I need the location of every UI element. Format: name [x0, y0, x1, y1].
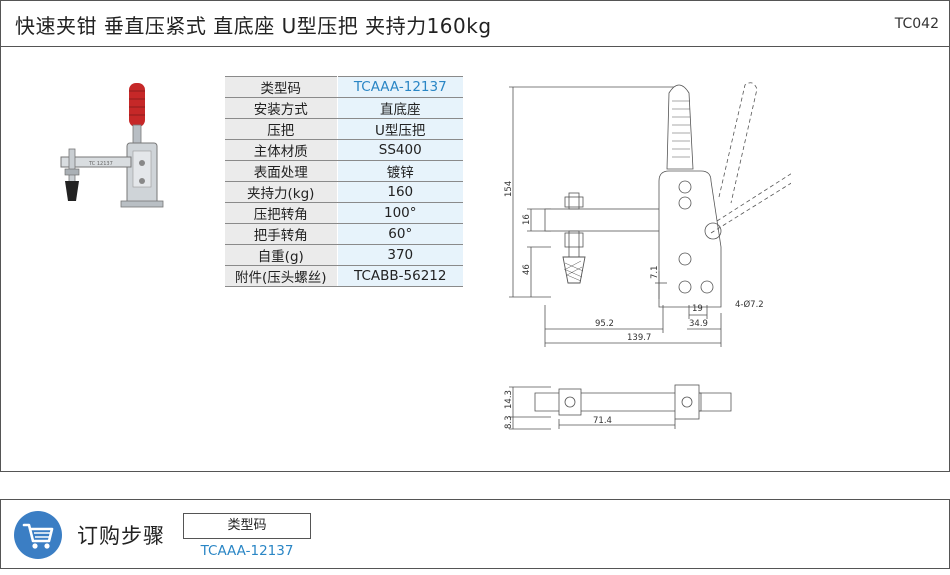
dim-46: 46	[522, 264, 532, 275]
table-row: 安装方式直底座	[225, 97, 463, 119]
table-row: 附件(压头螺丝)TCABB-56212	[225, 265, 463, 287]
dim-139-7: 139.7	[627, 333, 651, 343]
table-row: 自重(g)370	[225, 244, 463, 266]
dim-7-1: 7.1	[650, 265, 660, 279]
dim-154: 154	[504, 181, 514, 197]
dim-34-9: 34.9	[689, 319, 708, 329]
dim-16: 16	[522, 214, 532, 225]
type-code-value[interactable]: TCAAA-12137	[337, 76, 463, 98]
product-code: TC042	[894, 16, 939, 32]
dim-hole-count: 4-Ø7.2	[735, 299, 764, 310]
dim-14-3: 14.3	[504, 390, 514, 409]
dim-19: 19	[692, 304, 703, 314]
page-title: 快速夹钳 垂直压紧式 直底座 U型压把 夹持力160kg	[15, 14, 492, 38]
svg-text:TC 12137: TC 12137	[88, 161, 113, 167]
handle-grip	[129, 83, 145, 127]
order-steps-title: 订购步骤	[77, 524, 165, 548]
order-panel: 订购步骤 类型码 TCAAA-12137	[0, 499, 950, 569]
product-panel: 快速夹钳 垂直压紧式 直底座 U型压把 夹持力160kg TC042 TC 12…	[0, 0, 950, 472]
product-photo: TC 12137	[60, 83, 164, 208]
dim-71-4: 71.4	[593, 416, 612, 426]
dim-8-3: 8.3	[504, 415, 514, 429]
shopping-cart-icon	[14, 511, 62, 559]
clamp-arm	[60, 156, 132, 168]
dim-95-2: 95.2	[595, 319, 614, 329]
order-type-code-value[interactable]: TCAAA-12137	[200, 543, 294, 559]
title-bar: 快速夹钳 垂直压紧式 直底座 U型压把 夹持力160kg TC042	[1, 1, 949, 47]
technical-drawing: 154 16 46 7.1 19 4-Ø7.2 95.2 34.9 139.7 …	[504, 82, 791, 430]
rubber-tip	[65, 181, 79, 201]
table-row: 表面处理镀锌	[225, 160, 463, 182]
table-row: 夹持力(kg)160	[225, 181, 463, 203]
order-type-code-label: 类型码	[183, 513, 311, 539]
